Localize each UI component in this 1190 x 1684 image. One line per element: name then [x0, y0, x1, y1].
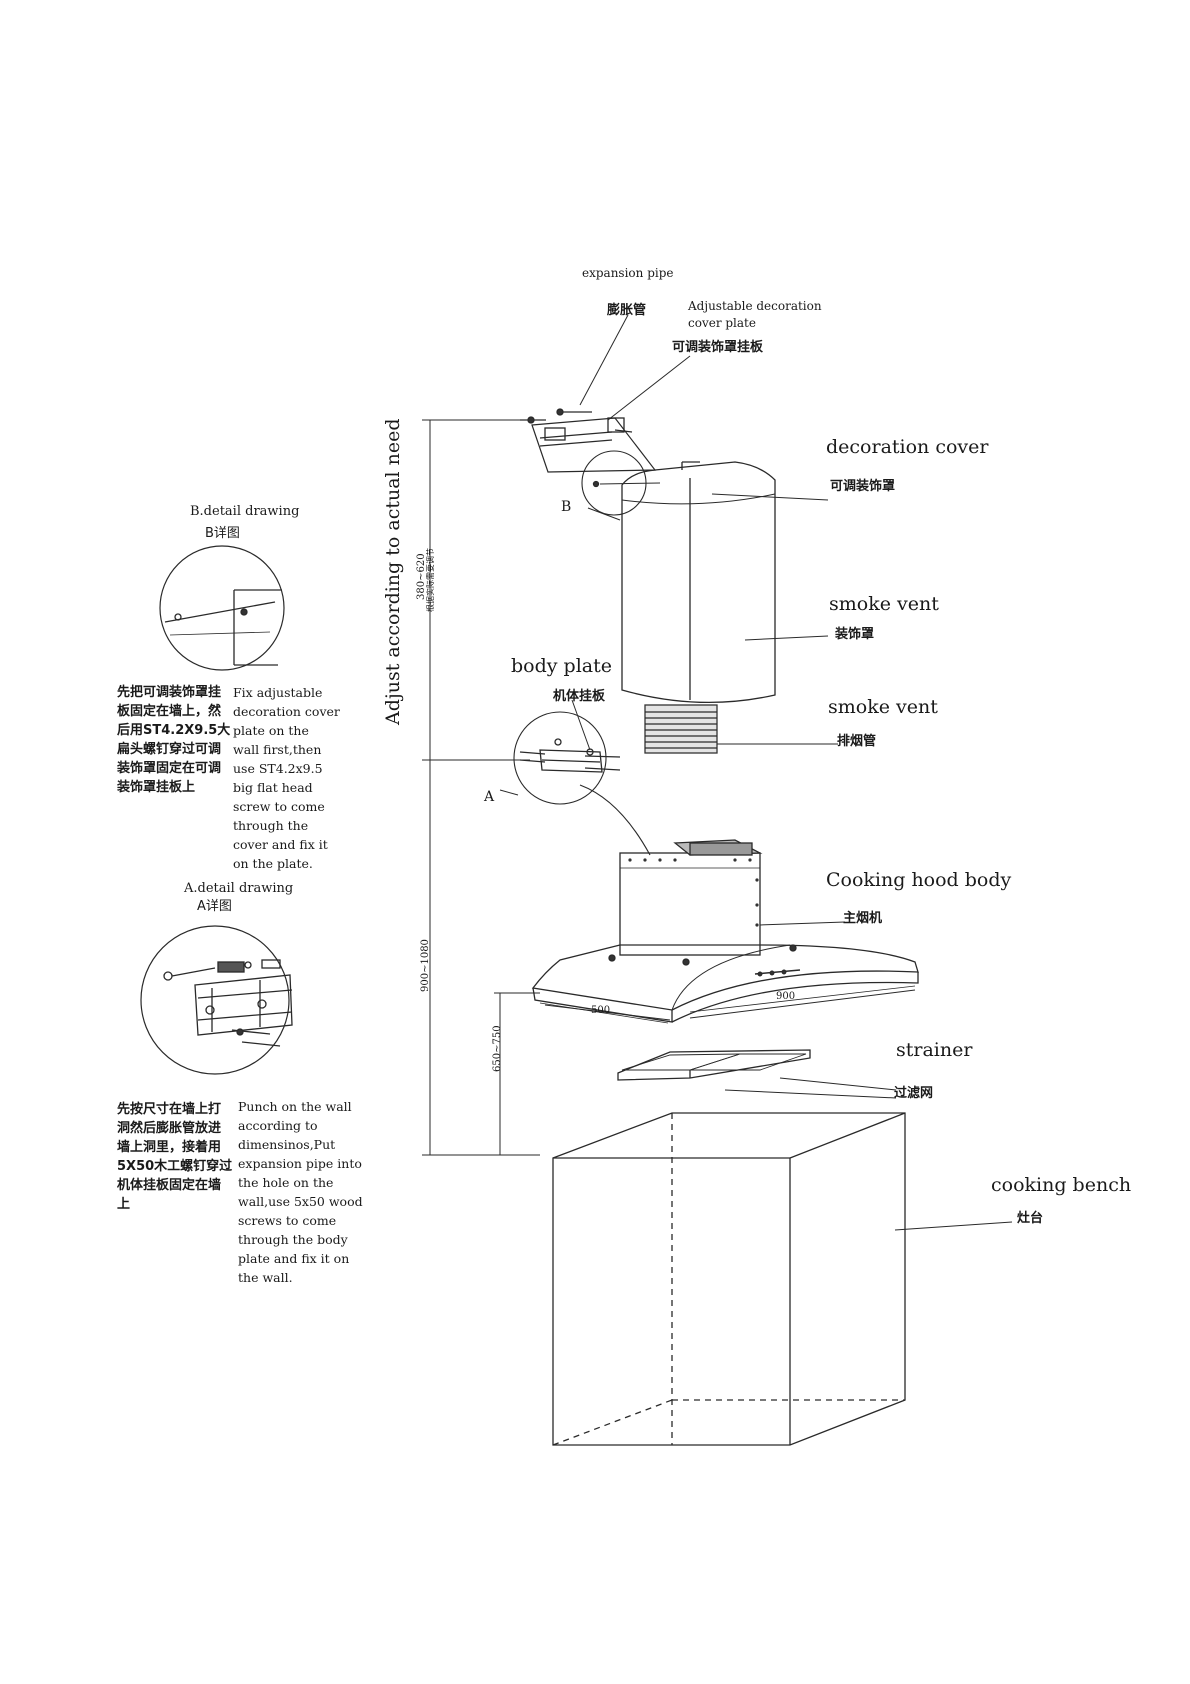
body-plate — [499, 699, 651, 856]
detail-a-title-cn: A详图 — [197, 899, 232, 914]
strainer-label-cn: 过滤网 — [894, 1086, 934, 1101]
cooking-bench-label: cooking bench — [991, 1174, 1132, 1196]
cooking-hood-body-label: Cooking hood body — [826, 869, 1012, 891]
dimension-lines — [422, 419, 916, 1156]
detail-a-description: Punch on the wall according to dimensino… — [238, 1099, 363, 1285]
dimension-500: 500 — [591, 1005, 611, 1016]
dimension-900-1080: 900~1080 — [420, 939, 431, 992]
strainer — [617, 1049, 811, 1081]
cooking-bench-label-cn: 灶台 — [1017, 1211, 1044, 1226]
strainer-label: strainer — [896, 1039, 973, 1061]
detail-b-title-cn: B详图 — [205, 526, 240, 541]
cooking-hood-body — [531, 839, 919, 1024]
smoke-vent-pipe-label-cn: 排烟管 — [837, 734, 877, 749]
detail-b-description: Fix adjustable decoration cover plate on… — [233, 685, 340, 871]
detail-a-description-cn: 先按尺寸在墙上打 洞然后膨胀管放进 墙上洞里，接着用 5X50木工螺钉穿过 机体… — [117, 1102, 233, 1212]
adjust-dimension-text: Adjust according to actual need — [382, 418, 404, 725]
detail-a-drawing — [140, 925, 293, 1075]
expansion-pipe-label-cn: 膨胀管 — [607, 303, 647, 318]
strainer-leader — [724, 1089, 897, 1099]
dimension-note-cn: 根据实际需要调节 — [426, 548, 435, 612]
expansion-pipe-label: expansion pipe — [582, 266, 674, 280]
adjustable-decoration-cover-plate — [520, 408, 657, 473]
cooking-bench — [552, 1112, 906, 1446]
detail-b-drawing — [159, 545, 285, 671]
smoke-vent-leader — [744, 635, 829, 641]
dimension-650-750: 650~750 — [492, 1025, 503, 1072]
decoration-cover — [621, 461, 776, 704]
top-leader-lines — [579, 314, 691, 421]
body-plate-label: body plate — [511, 655, 612, 677]
adjustable-plate-label-cn: 可调装饰罩挂板 — [672, 340, 764, 355]
dimension-900: 900 — [776, 991, 796, 1002]
decoration-cover-leader — [711, 493, 829, 501]
adjustable-plate-label-1: Adjustable decoration — [688, 299, 822, 313]
smoke-vent-label: smoke vent — [829, 593, 939, 615]
smoke-vent-pipe-label: smoke vent — [828, 696, 938, 718]
hood-body-leader — [759, 921, 846, 926]
cooking-hood-body-label-cn: 主烟机 — [843, 911, 883, 926]
decoration-cover-label-cn: 可调装饰罩 — [830, 479, 896, 494]
marker-a: A — [484, 789, 495, 805]
decoration-cover-label: decoration cover — [826, 436, 989, 458]
marker-b: B — [561, 499, 572, 515]
detail-a-title: A.detail drawing — [184, 881, 294, 896]
flexible-exhaust-pipe — [644, 704, 718, 754]
cooking-bench-leader — [894, 1221, 1013, 1231]
detail-b-title: B.detail drawing — [190, 504, 300, 519]
detail-a-circle-marker — [513, 711, 607, 805]
body-plate-label-cn: 机体挂板 — [553, 689, 606, 704]
smoke-vent-label-cn: 装饰罩 — [835, 627, 875, 642]
detail-b-description-cn: 先把可调装饰罩挂 板固定在墙上，然 后用ST4.2X9.5大 扁头螺钉穿过可调 … — [117, 685, 231, 795]
adjustable-plate-label-2: cover plate — [688, 316, 756, 330]
